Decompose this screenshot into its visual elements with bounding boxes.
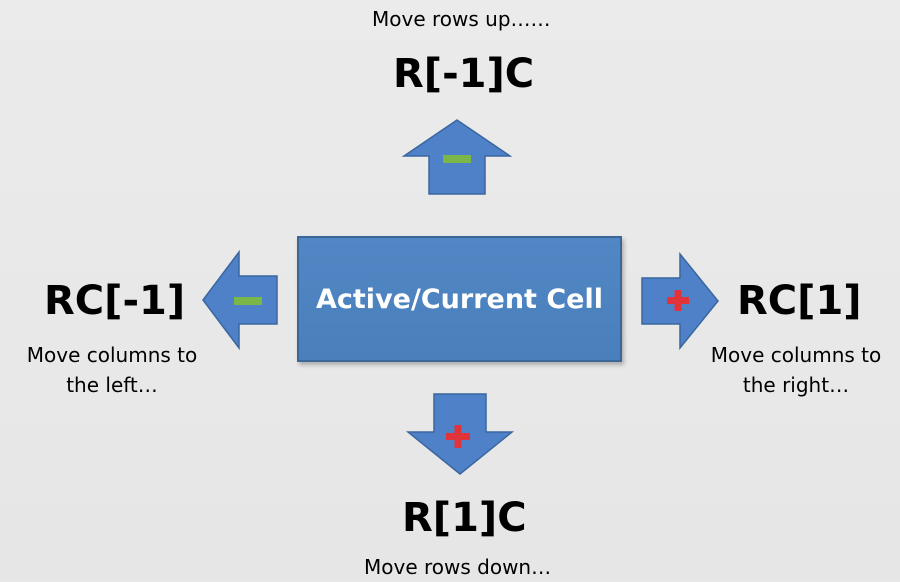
left-minus-icon bbox=[234, 297, 262, 305]
up-notation: R[-1]C bbox=[393, 51, 535, 97]
down-notation: R[1]C bbox=[402, 495, 527, 541]
right-caption: Move columns to the right… bbox=[710, 343, 882, 397]
left-caption: Move columns to the left… bbox=[26, 343, 198, 397]
active-cell-label: Active/Current Cell bbox=[316, 283, 603, 315]
up-caption: Move rows up…… bbox=[372, 7, 551, 31]
up-arrow-icon bbox=[401, 119, 513, 195]
right-arrow-icon bbox=[641, 251, 719, 351]
right-notation: RC[1] bbox=[737, 278, 862, 324]
down-caption: Move rows down… bbox=[364, 555, 552, 579]
up-minus-icon bbox=[443, 155, 471, 163]
active-cell: Active/Current Cell bbox=[297, 236, 622, 362]
left-arrow-icon bbox=[202, 249, 278, 351]
left-notation: RC[-1] bbox=[44, 278, 186, 324]
down-arrow-icon bbox=[405, 393, 515, 475]
down-plus-icon bbox=[446, 425, 470, 448]
right-plus-icon bbox=[667, 290, 689, 311]
